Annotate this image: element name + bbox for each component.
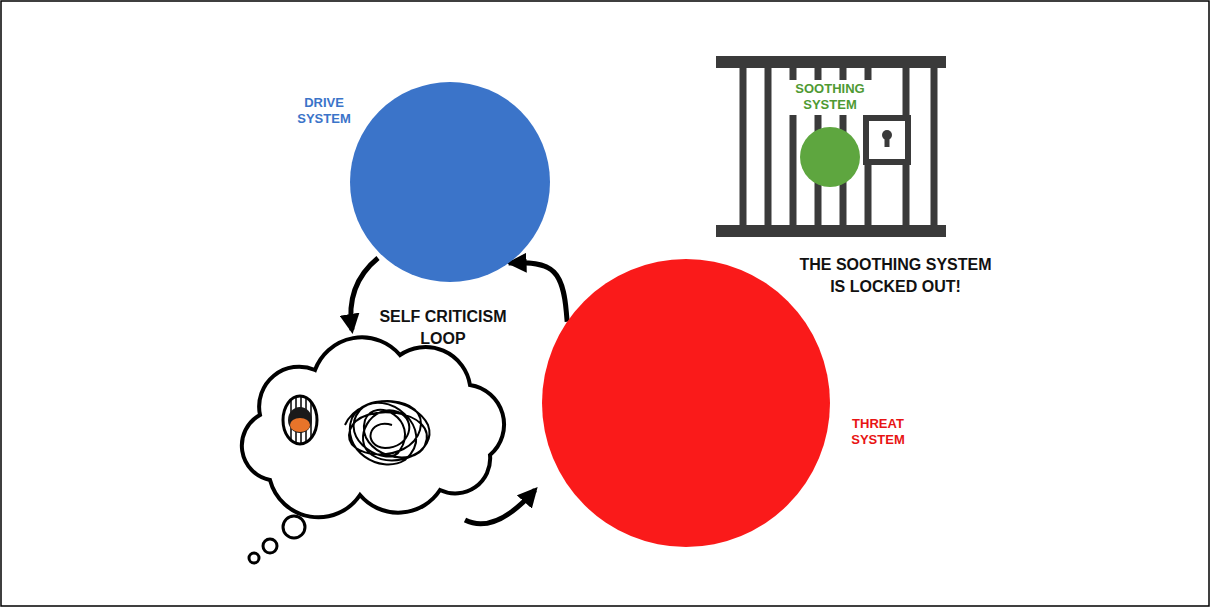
threat-circle: THREAT SYSTEM <box>542 259 830 547</box>
circle-shape <box>800 127 860 187</box>
loop-arrow <box>465 490 535 524</box>
jail-bars <box>716 56 946 237</box>
system-label: SOOTHING SYSTEM <box>786 80 874 115</box>
system-label: THREAT SYSTEM <box>840 415 916 450</box>
circle-fill <box>542 259 830 547</box>
circle-shape <box>542 259 830 547</box>
scribble <box>345 401 429 464</box>
loop-arrow <box>509 263 568 322</box>
thought-cloud <box>242 337 504 517</box>
system-label: DRIVE SYSTEM <box>288 94 360 129</box>
soothing-circle: SOOTHING SYSTEM <box>800 127 860 187</box>
loop-label: SELF CRITICISM LOOP <box>358 306 528 349</box>
padlock <box>866 118 908 162</box>
drive-circle: DRIVE SYSTEM <box>350 82 550 282</box>
circle-fill <box>350 82 550 282</box>
shouting-mouth <box>283 396 317 444</box>
thought-bubbles <box>249 516 305 563</box>
circle-fill <box>800 127 860 187</box>
loop-arrow <box>351 258 378 330</box>
circle-shape <box>350 82 550 282</box>
locked-out-note: THE SOOTHING SYSTEM IS LOCKED OUT! <box>798 254 993 297</box>
